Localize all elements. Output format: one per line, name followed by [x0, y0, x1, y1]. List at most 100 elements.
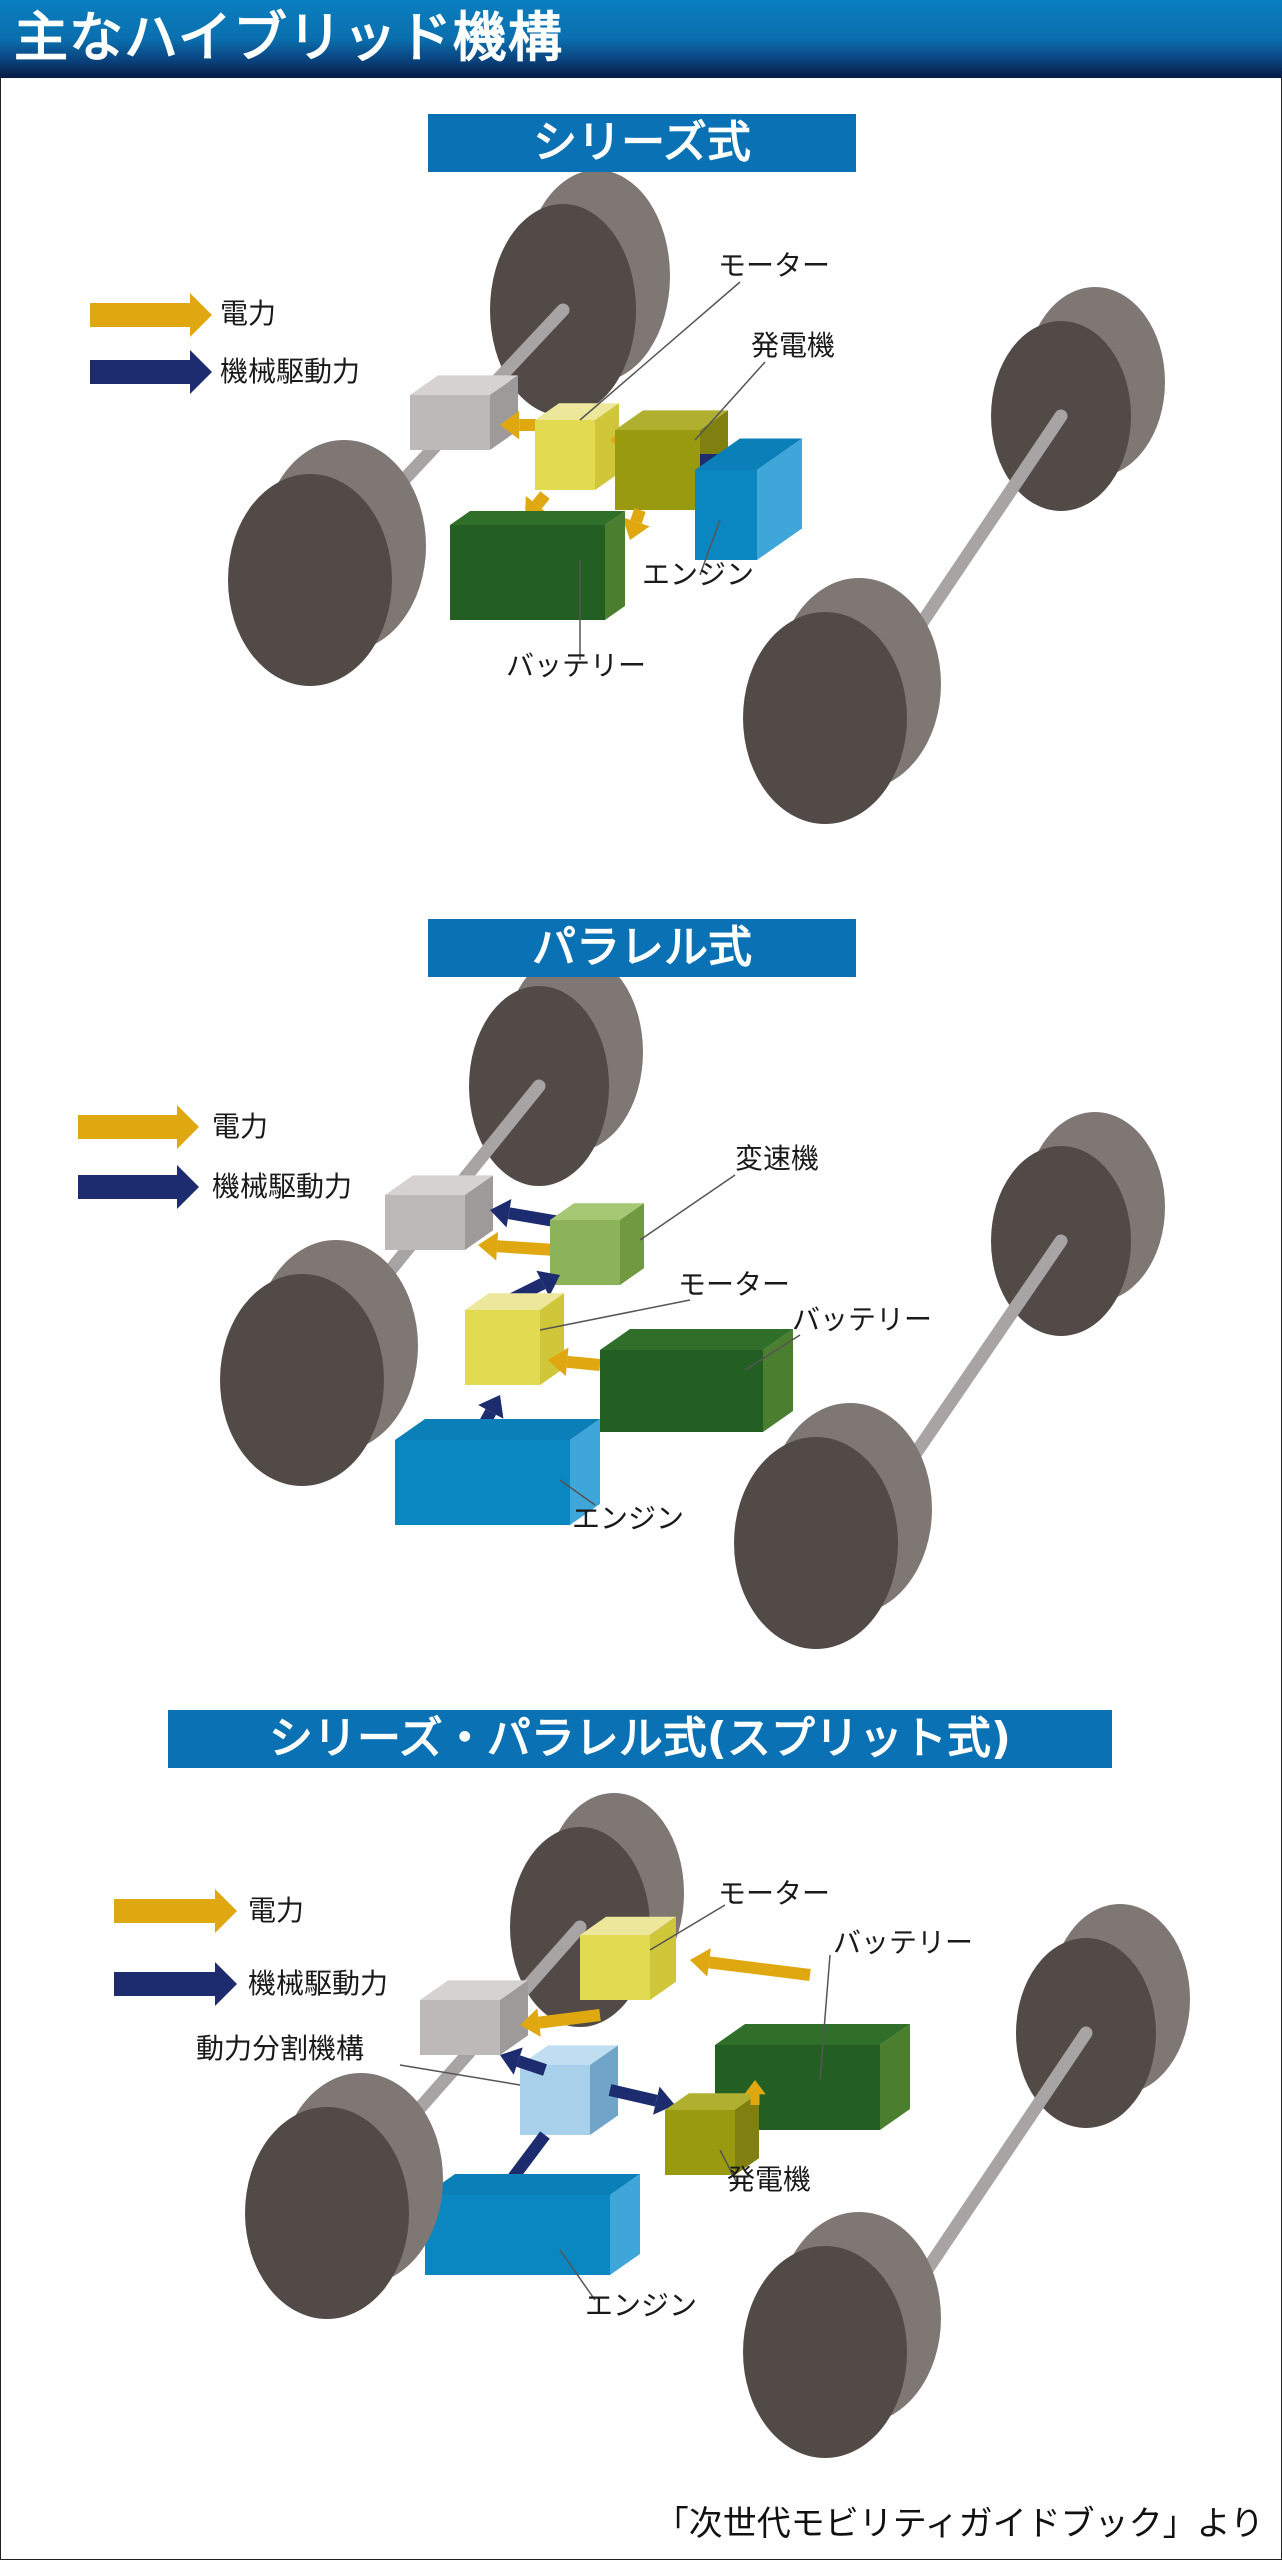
arrow-battery-to-motor-head [548, 1347, 569, 1377]
wheel-face [220, 1274, 384, 1486]
wheel-face [743, 2246, 907, 2458]
arrow-motor-to-battery-shaft [532, 491, 550, 509]
battery-box-top [600, 1329, 793, 1350]
source-credit: 「次世代モビリティガイドブック」より [654, 2504, 1264, 2544]
label-motor: モーター [718, 249, 831, 282]
arrow-gen-to-battery-shaft [630, 508, 646, 524]
engine-box-side [757, 438, 802, 560]
arrow-motor-to-diff-shaft [538, 2009, 601, 2029]
leader-line [579, 281, 741, 421]
legend-electric-label: 電力 [220, 297, 277, 330]
arrow-trans-to-diff-e-head [478, 1231, 499, 1261]
transmission-box-side [620, 1203, 644, 1285]
legend-electric-arrow-head [215, 1889, 237, 1933]
engine-box-top [395, 1419, 600, 1440]
battery-box-front [600, 1350, 763, 1432]
engine-box-top [695, 438, 802, 470]
legend-mechanical-arrow-head [190, 350, 212, 394]
generator-box-top [665, 2093, 759, 2110]
axle [893, 2026, 1093, 2317]
legend-electric-arrow-head [190, 293, 212, 337]
wheel-face [734, 1437, 898, 1649]
motor-box-top [465, 1293, 564, 1310]
legend-mechanical-arrow-shaft [90, 360, 190, 384]
header-bar: 主なハイブリッド機構 [0, 0, 1282, 78]
arrow-trans-to-diff-head [490, 1199, 512, 1228]
label-generator: 発電機 [751, 329, 836, 362]
motor-box-top [580, 1916, 676, 1935]
battery-box-side [763, 1329, 793, 1432]
engine-box-side [570, 1419, 600, 1525]
power-split-box-top [520, 2045, 618, 2065]
leader-line [744, 1334, 801, 1371]
section-title-series: シリーズ式 [428, 114, 856, 172]
label-motor: モーター [678, 1268, 791, 1301]
legend-mechanical-arrow-shaft [78, 1175, 177, 1199]
engine-box-front [695, 470, 757, 560]
leader-line [559, 2249, 596, 2301]
legend-electric-label: 電力 [212, 1110, 269, 1143]
legend-mechanical-arrow-shaft [114, 1972, 215, 1996]
generator-box-side [735, 2093, 759, 2175]
generator-box-front [665, 2110, 735, 2175]
legend-mechanical-label: 機械駆動力 [248, 1967, 389, 2000]
battery-box-side [605, 511, 625, 620]
arrow-split-to-gen-head [653, 2086, 675, 2115]
leader-line [539, 1299, 691, 1331]
arrow-gen-to-battery-head [622, 517, 650, 540]
legend-electric-arrow-shaft [114, 1899, 215, 1923]
differential-box-top [420, 1980, 528, 2000]
section-title-series-parallel: シリーズ・パラレル式(スプリット式) [168, 1710, 1112, 1768]
leader-line [694, 361, 766, 441]
engine-box-front [395, 1440, 570, 1525]
differential-box-front [410, 395, 490, 450]
arrow-battery-to-motor-head [690, 1948, 711, 1977]
label-generator: 発電機 [727, 2163, 812, 2196]
battery-box-top [715, 2024, 910, 2045]
leader-line [719, 2149, 739, 2186]
engine-box-front [425, 2195, 610, 2275]
wheel-face [228, 474, 392, 686]
arrow-motor-to-diff-head [500, 410, 520, 440]
leader-line [399, 2064, 521, 2086]
label-engine: エンジン [642, 558, 755, 591]
label-transmission: 変速機 [735, 1142, 820, 1175]
engine-box-side [610, 2174, 640, 2275]
motor-box-front [535, 420, 595, 490]
label-power-split: 動力分割機構 [196, 2032, 365, 2065]
label-motor: モーター [718, 1877, 831, 1910]
leader-line [819, 1954, 831, 2081]
legend-mechanical-arrow-head [177, 1165, 199, 1209]
arrow-gen-to-battery-head [744, 2080, 766, 2095]
leader-line [649, 1904, 726, 1951]
differential-box-front [420, 2000, 500, 2055]
differential-box-side [465, 1175, 493, 1250]
arrow-split-to-diff-shaft [516, 2055, 547, 2076]
motor-box-top [535, 403, 619, 420]
page-title: 主なハイブリッド機構 [14, 6, 563, 69]
legend-mechanical-arrow-head [215, 1962, 237, 2006]
label-battery: バッテリー [792, 1303, 933, 1336]
transmission-box-top [550, 1203, 644, 1220]
legend-electric-arrow-shaft [90, 303, 190, 327]
label-battery: バッテリー [506, 649, 647, 682]
arrow-trans-to-diff-e-shaft [496, 1240, 556, 1256]
wheel-face [743, 612, 907, 824]
wheel-face [245, 2107, 409, 2319]
section-title-parallel: パラレル式 [428, 919, 856, 977]
differential-box-front [385, 1195, 465, 1250]
legend-mechanical-label: 機械駆動力 [220, 355, 361, 388]
arrow-motor-to-trans-head [536, 1270, 560, 1297]
arrow-motor-to-diff-head [520, 2008, 541, 2037]
arrow-split-to-gen-shaft [608, 2084, 658, 2107]
legend-electric-arrow-head [177, 1105, 199, 1149]
arrow-battery-to-motor-shaft [566, 1355, 601, 1371]
label-battery: バッテリー [833, 1926, 974, 1959]
leader-line [559, 1479, 596, 1506]
differential-box-top [410, 375, 518, 395]
engine-box-top [425, 2174, 640, 2195]
battery-box-front [450, 525, 605, 620]
generator-box-top [615, 410, 728, 430]
legend-electric-label: 電力 [248, 1894, 305, 1927]
